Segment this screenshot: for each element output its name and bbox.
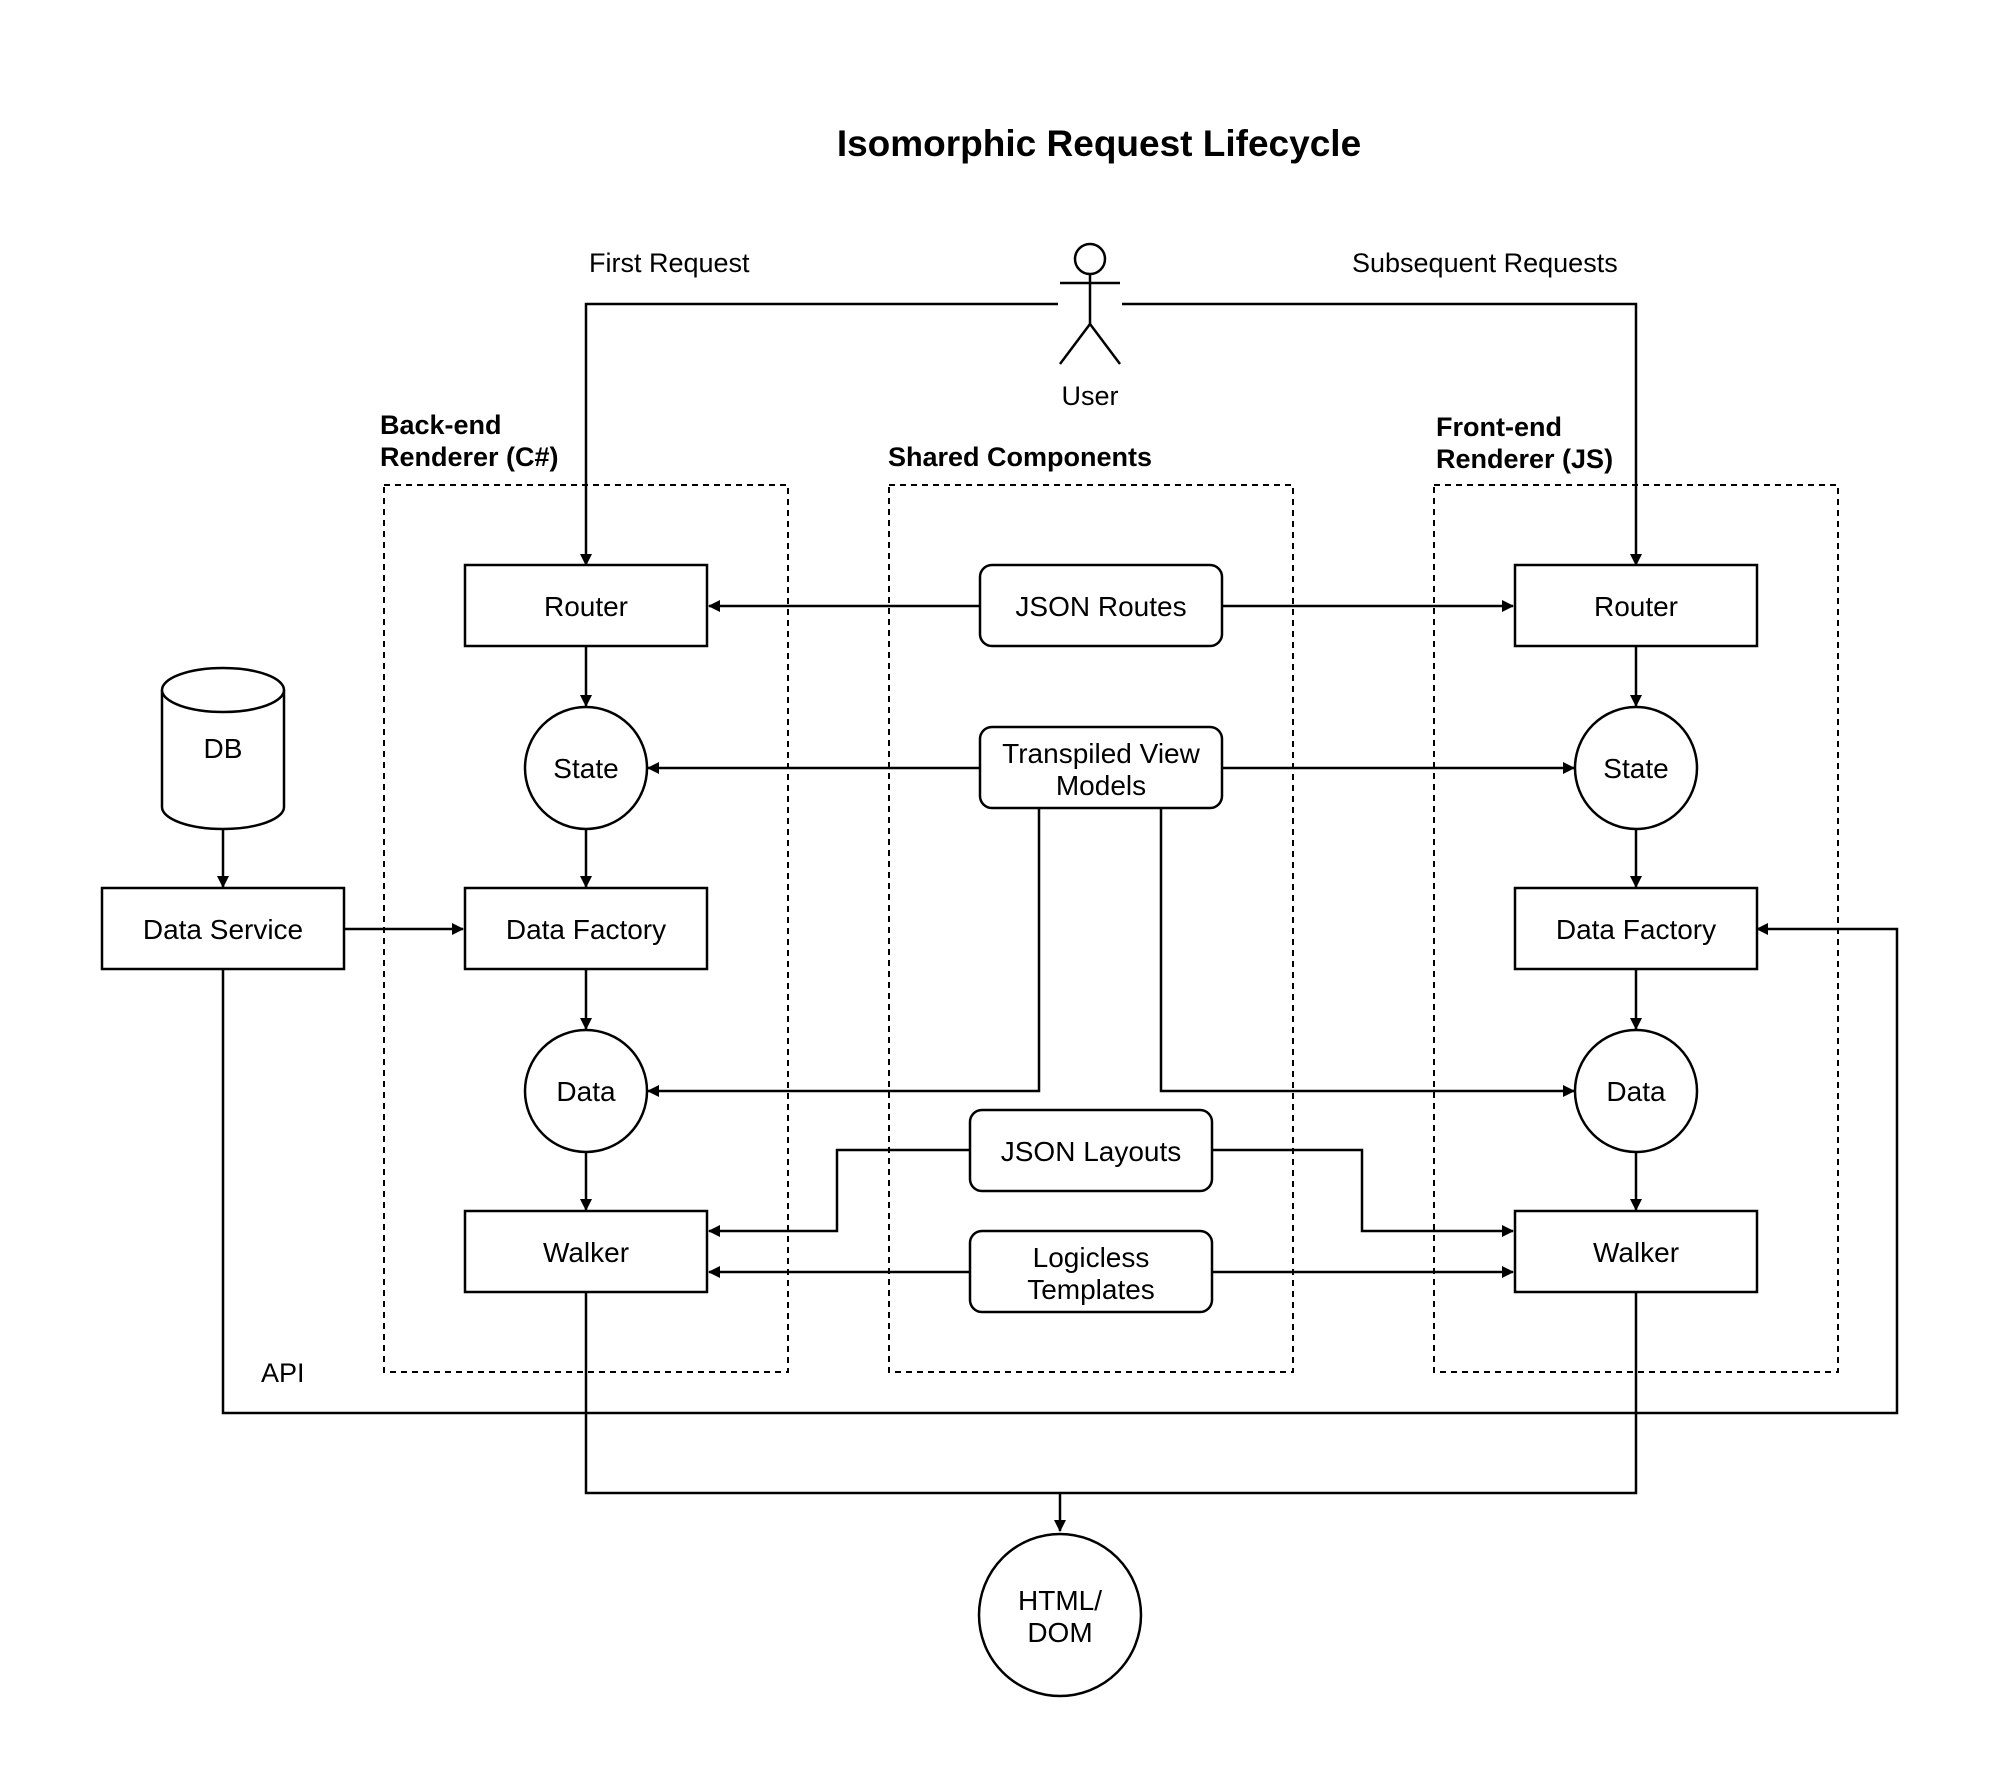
json-layouts-label: JSON Layouts — [1001, 1136, 1182, 1167]
be-data-label-line: Data — [556, 1076, 616, 1107]
fe-router-node: Router — [1513, 563, 1759, 648]
transpiled-view-models-label-line: Models — [1056, 770, 1146, 801]
be-walker-label: Walker — [543, 1237, 629, 1268]
first-request-label: First Request — [589, 248, 750, 278]
fe-walker-node: Walker — [1513, 1209, 1759, 1294]
be-state-node: State — [523, 705, 649, 831]
frontend-renderer-label-line: Renderer (JS) — [1436, 444, 1613, 474]
be-data-label: Data — [556, 1076, 616, 1107]
be-state-label-line: State — [553, 753, 618, 784]
be-router-label-line: Router — [544, 591, 628, 622]
fe-walker-label: Walker — [1593, 1237, 1679, 1268]
be-data-factory-label: Data Factory — [506, 914, 666, 945]
diagram-title: Isomorphic Request Lifecycle — [837, 123, 1361, 164]
be-walker-label-line: Walker — [543, 1237, 629, 1268]
fe-data-node: Data — [1573, 1028, 1699, 1154]
json-routes-label-line: JSON Routes — [1015, 591, 1186, 622]
fe-data-label-line: Data — [1606, 1076, 1666, 1107]
html-dom-label-line: HTML/ — [1018, 1585, 1102, 1616]
json-layouts-label-line: JSON Layouts — [1001, 1136, 1182, 1167]
html-dom-node: HTML/DOM — [977, 1532, 1143, 1698]
be-data-node: Data — [523, 1028, 649, 1154]
user-actor-icon — [1059, 242, 1121, 365]
fe-data-factory-label: Data Factory — [1556, 914, 1716, 945]
db-node: DB — [160, 666, 286, 831]
view-models-to-be-data-edge — [647, 808, 1041, 1097]
logicless-templates-label-line: Templates — [1027, 1274, 1155, 1305]
html-dom-label-line: DOM — [1027, 1617, 1092, 1648]
be-router-node: Router — [463, 563, 709, 648]
api-edge — [221, 923, 1899, 1415]
transpiled-view-models-label-line: Transpiled View — [1002, 738, 1200, 769]
shared-components-group — [888, 484, 1294, 1373]
json-layouts-to-fe-walker-edge — [1211, 1148, 1514, 1237]
data-service-label: Data Service — [143, 914, 303, 945]
backend-renderer-label-line: Back-end — [380, 410, 502, 440]
data-service-node: Data Service — [100, 886, 346, 971]
fe-data-factory-label-line: Data Factory — [1556, 914, 1716, 945]
fe-router-label: Router — [1594, 591, 1678, 622]
db-label: DB — [204, 733, 243, 764]
user-label: User — [1061, 381, 1118, 411]
be-data-factory-label-line: Data Factory — [506, 914, 666, 945]
be-walker-node: Walker — [463, 1209, 709, 1294]
shared-components-label-line: Shared Components — [888, 442, 1152, 472]
db-label-line: DB — [204, 733, 243, 764]
fe-data-factory-node: Data Factory — [1513, 886, 1759, 971]
walkers-to-html-dom-edge — [584, 1293, 1638, 1495]
fe-state-node: State — [1573, 705, 1699, 831]
be-data-factory-node: Data Factory — [463, 886, 709, 971]
json-layouts-node: JSON Layouts — [968, 1108, 1214, 1193]
be-router-label: Router — [544, 591, 628, 622]
fe-state-label: State — [1603, 753, 1668, 784]
frontend-renderer-label-line: Front-end — [1436, 412, 1562, 442]
fe-walker-label-line: Walker — [1593, 1237, 1679, 1268]
api-label: API — [261, 1358, 305, 1388]
json-routes-node: JSON Routes — [978, 563, 1224, 648]
html-dom-label: HTML/DOM — [1018, 1585, 1102, 1648]
json-layouts-to-be-walker-edge — [708, 1148, 969, 1237]
edges — [217, 302, 1899, 1532]
be-state-label: State — [553, 753, 618, 784]
data-service-label-line: Data Service — [143, 914, 303, 945]
logicless-templates-label-line: Logicless — [1033, 1242, 1150, 1273]
fe-state-label-line: State — [1603, 753, 1668, 784]
json-routes-label: JSON Routes — [1015, 591, 1186, 622]
view-models-to-fe-data-edge — [1159, 808, 1575, 1097]
fe-router-label-line: Router — [1594, 591, 1678, 622]
subsequent-requests-label: Subsequent Requests — [1352, 248, 1618, 278]
shared-components-label: Shared Components — [888, 442, 1152, 472]
fe-data-label: Data — [1606, 1076, 1666, 1107]
subsequent-requests-edge — [1122, 302, 1642, 566]
backend-renderer-label-line: Renderer (C#) — [380, 442, 559, 472]
first-request-edge — [580, 302, 1058, 566]
